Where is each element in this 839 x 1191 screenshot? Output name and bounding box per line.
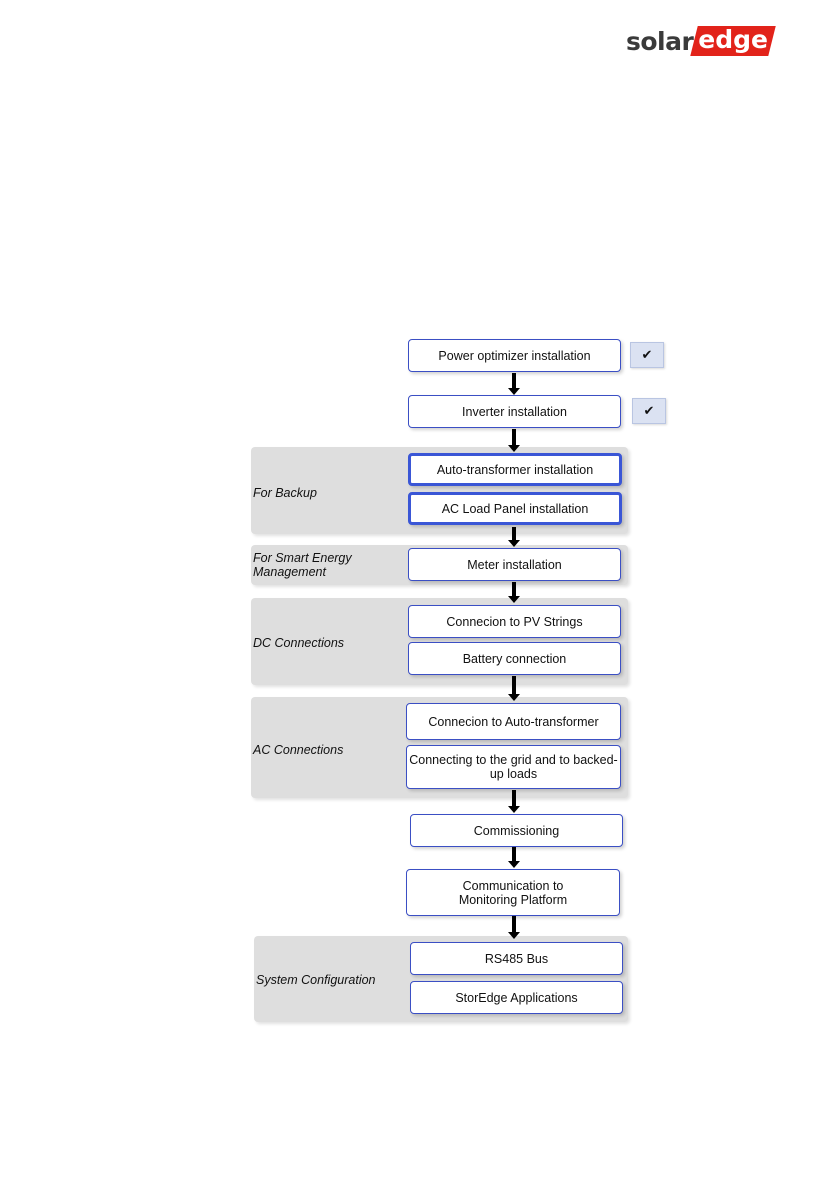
step-commissioning: Commissioning xyxy=(410,814,623,847)
step-communication-monitoring: Communication to Monitoring Platform xyxy=(406,869,620,916)
step-storedge-applications: StorEdge Applications xyxy=(410,981,623,1014)
step-inverter-installation: Inverter installation xyxy=(408,395,621,428)
check-power-optimizer: ✔ xyxy=(630,342,664,368)
step-battery-connection: Battery connection xyxy=(408,642,621,675)
step-rs485-bus: RS485 Bus xyxy=(410,942,623,975)
label-dc-connections: DC Connections xyxy=(253,636,345,650)
step-connection-auto-transformer: Connecion to Auto-transformer xyxy=(406,703,621,740)
step-meter-installation: Meter installation xyxy=(408,548,621,581)
label-for-smart-energy: For Smart Energy Management xyxy=(253,551,352,579)
label-system-configuration: System Configuration xyxy=(256,973,376,987)
label-ac-connections: AC Connections xyxy=(253,743,344,757)
label-for-backup: For Backup xyxy=(253,486,317,500)
logo-solar-text: solar xyxy=(626,26,694,56)
step-power-optimizer-installation: Power optimizer installation xyxy=(408,339,621,372)
step-auto-transformer-installation: Auto-transformer installation xyxy=(408,453,622,486)
solaredge-logo: solar edge xyxy=(626,25,776,56)
check-inverter: ✔ xyxy=(632,398,666,424)
step-connecting-grid-backed-up-loads: Connecting to the grid and to backed- up… xyxy=(406,745,621,789)
logo-edge-text: edge xyxy=(698,25,769,54)
logo-edge-badge: edge xyxy=(690,25,776,56)
step-connection-pv-strings: Connecion to PV Strings xyxy=(408,605,621,638)
step-ac-load-panel-installation: AC Load Panel installation xyxy=(408,492,622,525)
